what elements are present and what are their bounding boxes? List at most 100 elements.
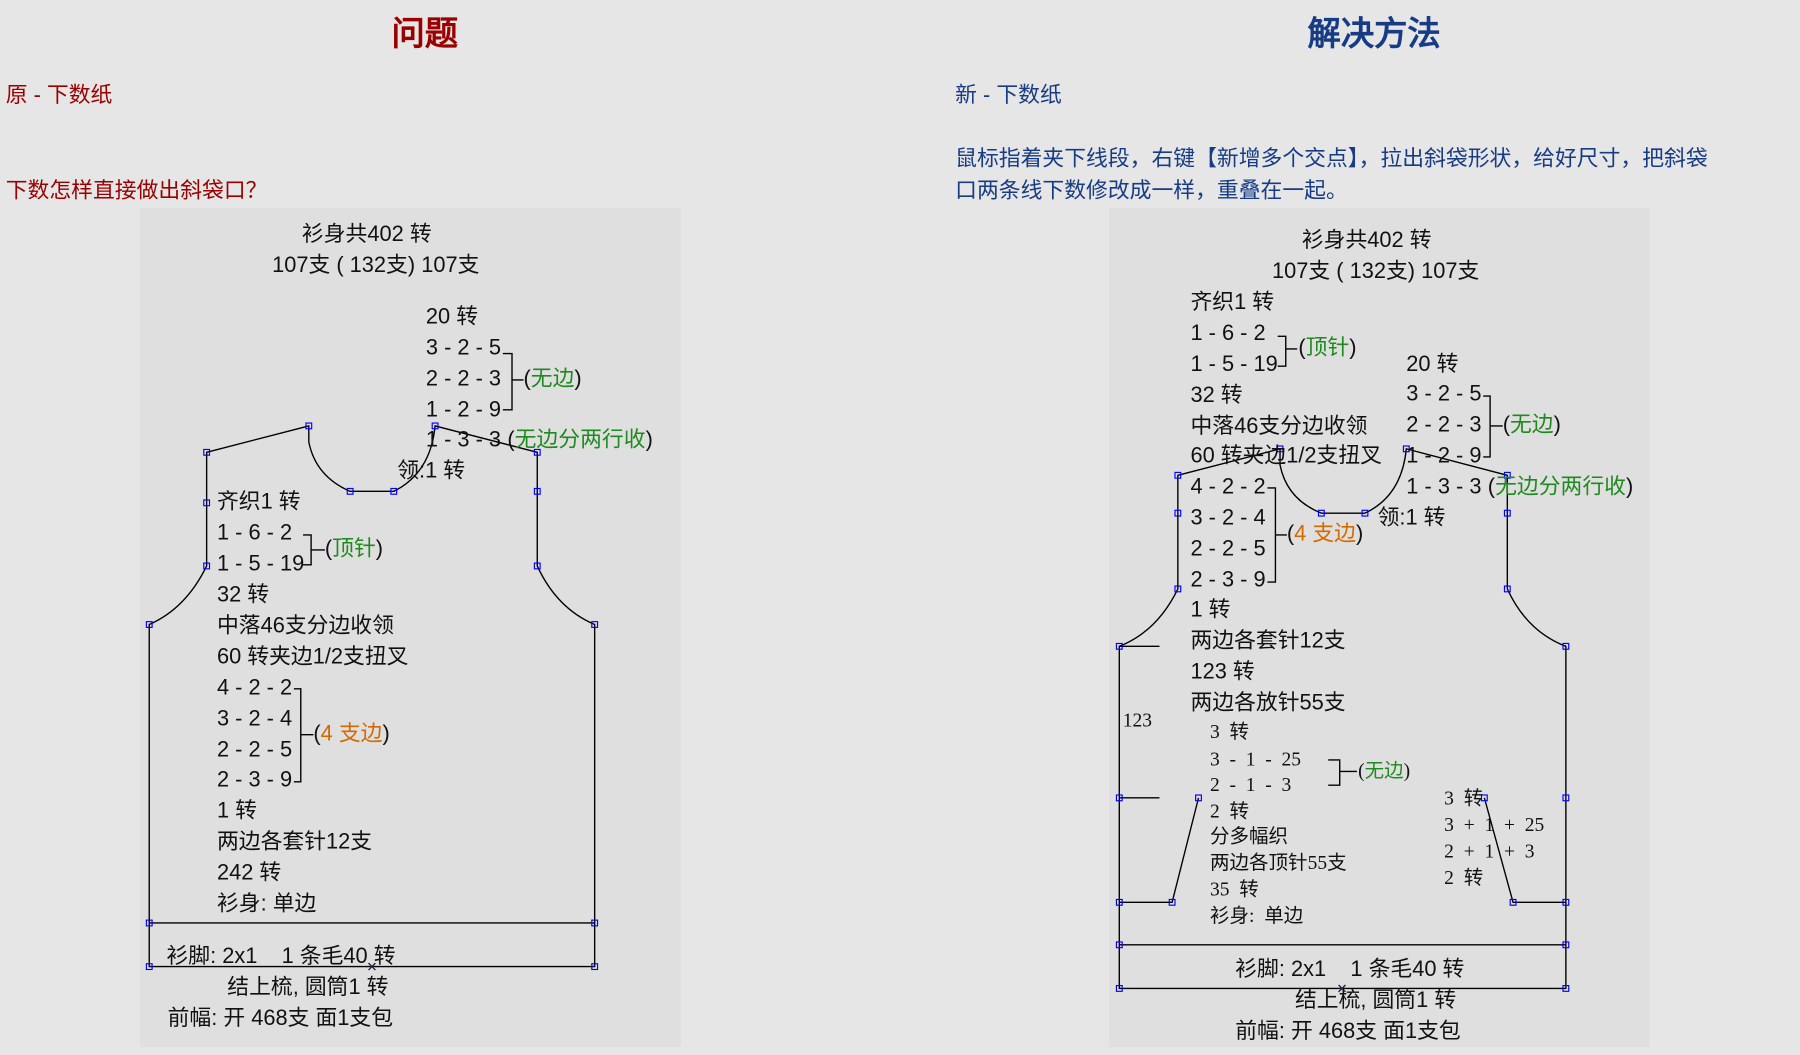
pattern-text: 1 - 6 - 2: [1190, 321, 1266, 346]
bracket: [502, 352, 524, 411]
pattern-text: 领:1 转: [397, 459, 466, 484]
pattern-text: 齐织1 转: [216, 490, 301, 515]
pattern-text: 中落46支分边收领: [216, 614, 394, 639]
control-point-handle[interactable]: [346, 487, 354, 495]
note-top-needle: (顶针): [1298, 336, 1357, 361]
original-pattern-panel: [140, 207, 681, 1047]
pattern-text: 20 转: [1406, 352, 1459, 377]
pattern-text: 1 - 5 - 19: [1190, 352, 1278, 377]
control-point-handle[interactable]: [145, 919, 153, 927]
control-point-handle[interactable]: [1503, 509, 1511, 517]
pattern-text: 衫身: 单边: [216, 891, 317, 917]
pattern-text: 2 转: [1444, 866, 1484, 889]
control-point-handle[interactable]: [1562, 898, 1570, 906]
cross-mark: [368, 962, 1346, 993]
control-point-handle[interactable]: [1195, 794, 1202, 802]
note-four-edge: (4 支边): [1286, 522, 1364, 547]
bracket: [293, 688, 314, 783]
pattern-text: 3 - 2 - 4: [1190, 506, 1266, 531]
pattern-text: 分多幅织: [1209, 825, 1289, 848]
control-point-handle[interactable]: [533, 448, 541, 456]
solution-title: 解决方法: [1307, 16, 1441, 53]
control-point-handle[interactable]: [203, 562, 211, 570]
control-point-handle[interactable]: [1168, 898, 1176, 906]
pattern-text: 衫脚: 2x1 1 条毛40 转: [1235, 957, 1465, 982]
pattern-text: 衫身: 单边: [1209, 904, 1304, 927]
control-point-handle[interactable]: [1562, 794, 1570, 802]
control-point-handle[interactable]: [1480, 794, 1488, 802]
pattern-text: 1 - 2 - 9: [1406, 444, 1482, 469]
note-no-edge: (无边): [1358, 759, 1411, 782]
pattern-text: 两边各套针12支: [216, 830, 373, 855]
bracket: [1267, 487, 1287, 583]
bracket: [1483, 395, 1503, 458]
pattern-text: 前幅: 开 468支 面1支包: [1235, 1019, 1461, 1044]
control-point-handle[interactable]: [591, 621, 599, 628]
control-point-handle[interactable]: [1562, 642, 1570, 650]
pattern-text: 1 - 5 - 19: [216, 552, 305, 577]
pattern-text: 结上梳, 圆筒1 转: [1294, 988, 1457, 1013]
control-point-handle[interactable]: [533, 487, 541, 495]
control-point-handle[interactable]: [533, 562, 541, 570]
pattern-text: 前幅: 开 468支 面1支包: [167, 1006, 394, 1031]
pattern-text: 中落46支分边收领: [1190, 414, 1368, 439]
note-no-edge-two-rows: (无边分两行收): [1487, 475, 1634, 500]
pattern-text: 32 转: [216, 583, 270, 608]
pattern-text: 107支 ( 132支) 107支: [272, 253, 480, 278]
pattern-text: 两边各套针12支: [1190, 629, 1346, 654]
control-point-handle[interactable]: [1115, 941, 1123, 949]
right-pocket-line: [1483, 797, 1566, 904]
pattern-text: 1 转: [216, 799, 257, 824]
control-point-handle[interactable]: [1174, 471, 1182, 479]
pattern-text: 1 转: [1190, 598, 1231, 623]
pattern-text: 3 + 1 + 25: [1444, 813, 1545, 836]
pattern-text: 2 转: [1209, 800, 1250, 822]
bracket: [1328, 759, 1357, 786]
pattern-text: 1 - 3 - 3: [1406, 475, 1482, 500]
pattern-text: 2 - 2 - 3: [425, 367, 502, 392]
control-point-handle[interactable]: [1276, 445, 1284, 453]
new-pattern-panel: [1108, 207, 1650, 1047]
control-point-handle[interactable]: [1361, 509, 1369, 517]
control-point-handle[interactable]: [145, 621, 153, 628]
pattern-text: 1 - 3 - 3: [425, 428, 502, 453]
control-point-handle[interactable]: [431, 422, 439, 430]
pattern-text: 20 转: [425, 305, 479, 330]
control-point-handle[interactable]: [1402, 445, 1410, 453]
control-point-handle[interactable]: [1509, 898, 1517, 906]
solution-subtitle: 新 - 下数纸: [955, 83, 1062, 108]
control-point-handle[interactable]: [1115, 642, 1123, 650]
pattern-text: 齐织1 转: [1190, 290, 1275, 315]
pattern-text: 2 + 1 + 3: [1444, 840, 1535, 863]
control-point-handle[interactable]: [591, 919, 599, 927]
pattern-text: 242 转: [216, 861, 282, 886]
left-garment-outline: [148, 425, 596, 968]
control-point-handle[interactable]: [1503, 471, 1511, 479]
control-point-handle[interactable]: [1174, 509, 1182, 517]
pattern-text: 123 转: [1190, 660, 1255, 685]
pattern-text: 2 - 1 - 3: [1209, 773, 1292, 796]
note-four-edge: (4 支边): [313, 722, 390, 747]
control-point-handle[interactable]: [1317, 509, 1325, 517]
note-no-edge: (无边): [1502, 413, 1561, 438]
control-point-handle[interactable]: [1562, 941, 1570, 949]
control-point-handle[interactable]: [1503, 585, 1511, 593]
note-no-edge-two-rows: (无边分两行收): [507, 428, 653, 453]
control-point-handle[interactable]: [1562, 984, 1570, 992]
control-point-handle[interactable]: [1174, 585, 1182, 593]
pattern-text: 1 - 6 - 2: [216, 521, 293, 546]
control-point-handle[interactable]: [305, 422, 313, 430]
control-point-handle[interactable]: [1115, 794, 1123, 802]
note-no-edge: (无边): [523, 367, 582, 392]
pattern-text: 2 - 3 - 9: [1190, 568, 1266, 593]
note-top-needle: (顶针): [324, 537, 384, 562]
control-point-handle[interactable]: [1115, 898, 1123, 906]
control-point-handle[interactable]: [145, 963, 153, 971]
control-point-handle[interactable]: [203, 448, 211, 456]
problem-subtitle: 原 - 下数纸: [5, 83, 113, 108]
control-point-handle[interactable]: [203, 499, 211, 507]
control-point-handle[interactable]: [591, 963, 599, 971]
control-point-handle[interactable]: [390, 487, 398, 495]
control-point-handle[interactable]: [1115, 984, 1123, 992]
